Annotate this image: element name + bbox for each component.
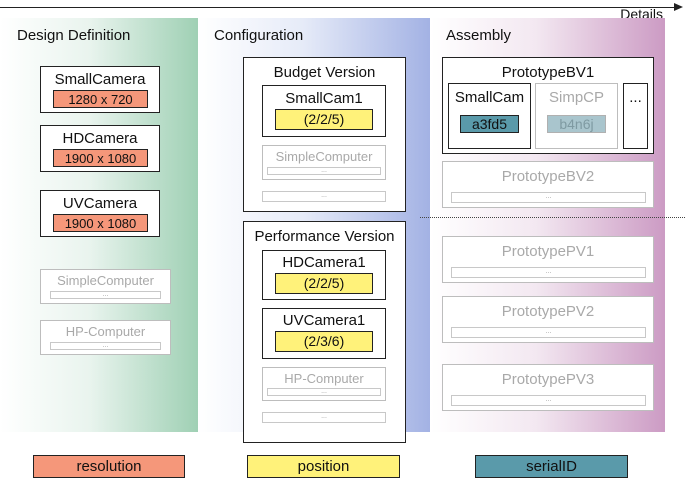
bv1-simpcp-box[interactable]: SimpCP b4n6j	[535, 83, 618, 149]
assembly-column: Assembly PrototypeBV1 SmallCam a3fd5 Sim…	[430, 18, 665, 432]
prototype-pv2-title: PrototypePV2	[501, 303, 595, 320]
prototype-pv1-title: PrototypePV1	[501, 243, 595, 260]
performance-version-box[interactable]: Performance Version HDCamera1 (2/2/5) UV…	[243, 221, 406, 443]
bv1-more-label: ...	[629, 89, 642, 106]
design-uvcamera-label: UVCamera	[62, 195, 138, 212]
design-definition-title: Design Definition	[17, 27, 131, 44]
configuration-title: Configuration	[214, 27, 304, 44]
prototype-bv2-box[interactable]: PrototypeBV2 ...	[442, 161, 654, 208]
design-smallcamera-label: SmallCamera	[54, 71, 146, 88]
prototype-bv1-title: PrototypeBV1	[501, 64, 595, 81]
prototype-pv1-empty-slot: ...	[451, 267, 646, 278]
budget-version-title: Budget Version	[273, 64, 376, 81]
budget-simplecomputer-empty-slot: ...	[267, 167, 381, 175]
performance-hdcamera1-position: (2/2/5)	[275, 273, 373, 294]
design-smallcamera-box[interactable]: SmallCamera 1280 x 720	[40, 66, 160, 113]
design-definition-column: Design Definition SmallCamera 1280 x 720…	[0, 18, 198, 432]
prototype-pv1-box[interactable]: PrototypePV1 ...	[442, 236, 654, 283]
prototype-pv3-empty-slot: ...	[451, 395, 646, 406]
budget-simplecomputer-box[interactable]: SimpleComputer ...	[262, 145, 386, 180]
performance-hpcomputer-box[interactable]: HP-Computer ...	[262, 367, 386, 401]
configuration-column: Configuration Budget Version SmallCam1 (…	[198, 18, 430, 443]
legend-serialid: serialID	[475, 455, 628, 478]
budget-extra-slot: ...	[262, 191, 386, 202]
budget-version-box[interactable]: Budget Version SmallCam1 (2/2/5) SimpleC…	[243, 57, 406, 212]
design-hdcamera-box[interactable]: HDCamera 1900 x 1080	[40, 125, 160, 172]
performance-hdcamera1-label: HDCamera1	[282, 254, 366, 271]
design-simplecomputer-empty-slot: ...	[50, 291, 161, 299]
prototype-bv2-title: PrototypeBV2	[501, 168, 595, 185]
design-hpcomputer-label: HP-Computer	[65, 324, 146, 339]
design-hdcamera-resolution: 1900 x 1080	[53, 149, 148, 167]
budget-simplecomputer-label: SimpleComputer	[275, 149, 373, 164]
design-hpcomputer-box[interactable]: HP-Computer ...	[40, 320, 171, 355]
bv1-smallcam-serial: a3fd5	[460, 115, 519, 133]
performance-uvcamera1-position: (2/3/6)	[275, 331, 373, 352]
details-arrow-line	[0, 7, 677, 8]
design-hdcamera-label: HDCamera	[62, 130, 138, 147]
performance-uvcamera1-box[interactable]: UVCamera1 (2/3/6)	[262, 308, 386, 359]
design-simplecomputer-label: SimpleComputer	[57, 273, 154, 288]
details-arrow-head-icon	[674, 3, 683, 11]
performance-uvcamera1-label: UVCamera1	[282, 312, 366, 329]
bv1-more-box[interactable]: ...	[623, 83, 648, 149]
budget-smallcam1-position: (2/2/5)	[275, 109, 373, 130]
assembly-title: Assembly	[446, 27, 512, 44]
performance-hdcamera1-box[interactable]: HDCamera1 (2/2/5)	[262, 250, 386, 300]
design-uvcamera-resolution: 1900 x 1080	[53, 214, 148, 232]
bv1-smallcam-label: SmallCam	[454, 89, 525, 106]
design-smallcamera-resolution: 1280 x 720	[53, 90, 148, 108]
performance-extra-slot: ...	[262, 412, 386, 423]
budget-smallcam1-label: SmallCam1	[285, 90, 363, 107]
performance-hpcomputer-empty-slot: ...	[267, 388, 381, 396]
legend-resolution: resolution	[33, 455, 185, 478]
prototype-bv2-empty-slot: ...	[451, 192, 646, 203]
bv1-smallcam-box[interactable]: SmallCam a3fd5	[448, 83, 531, 149]
prototype-bv1-box[interactable]: PrototypeBV1 SmallCam a3fd5 SimpCP b4n6j…	[442, 57, 654, 154]
design-uvcamera-box[interactable]: UVCamera 1900 x 1080	[40, 190, 160, 237]
performance-version-title: Performance Version	[254, 228, 395, 245]
prototype-pv2-box[interactable]: PrototypePV2 ...	[442, 296, 654, 343]
version-separator-line	[420, 217, 685, 218]
bv1-simpcp-label: SimpCP	[548, 89, 604, 106]
bv1-simpcp-serial: b4n6j	[547, 115, 606, 133]
prototype-pv3-title: PrototypePV3	[501, 371, 595, 388]
performance-hpcomputer-label: HP-Computer	[284, 371, 364, 386]
design-simplecomputer-box[interactable]: SimpleComputer ...	[40, 269, 171, 304]
legend-position: position	[247, 455, 400, 478]
design-hpcomputer-empty-slot: ...	[50, 342, 161, 350]
budget-smallcam1-box[interactable]: SmallCam1 (2/2/5)	[262, 85, 386, 137]
prototype-pv3-box[interactable]: PrototypePV3 ...	[442, 364, 654, 411]
prototype-pv2-empty-slot: ...	[451, 327, 646, 338]
